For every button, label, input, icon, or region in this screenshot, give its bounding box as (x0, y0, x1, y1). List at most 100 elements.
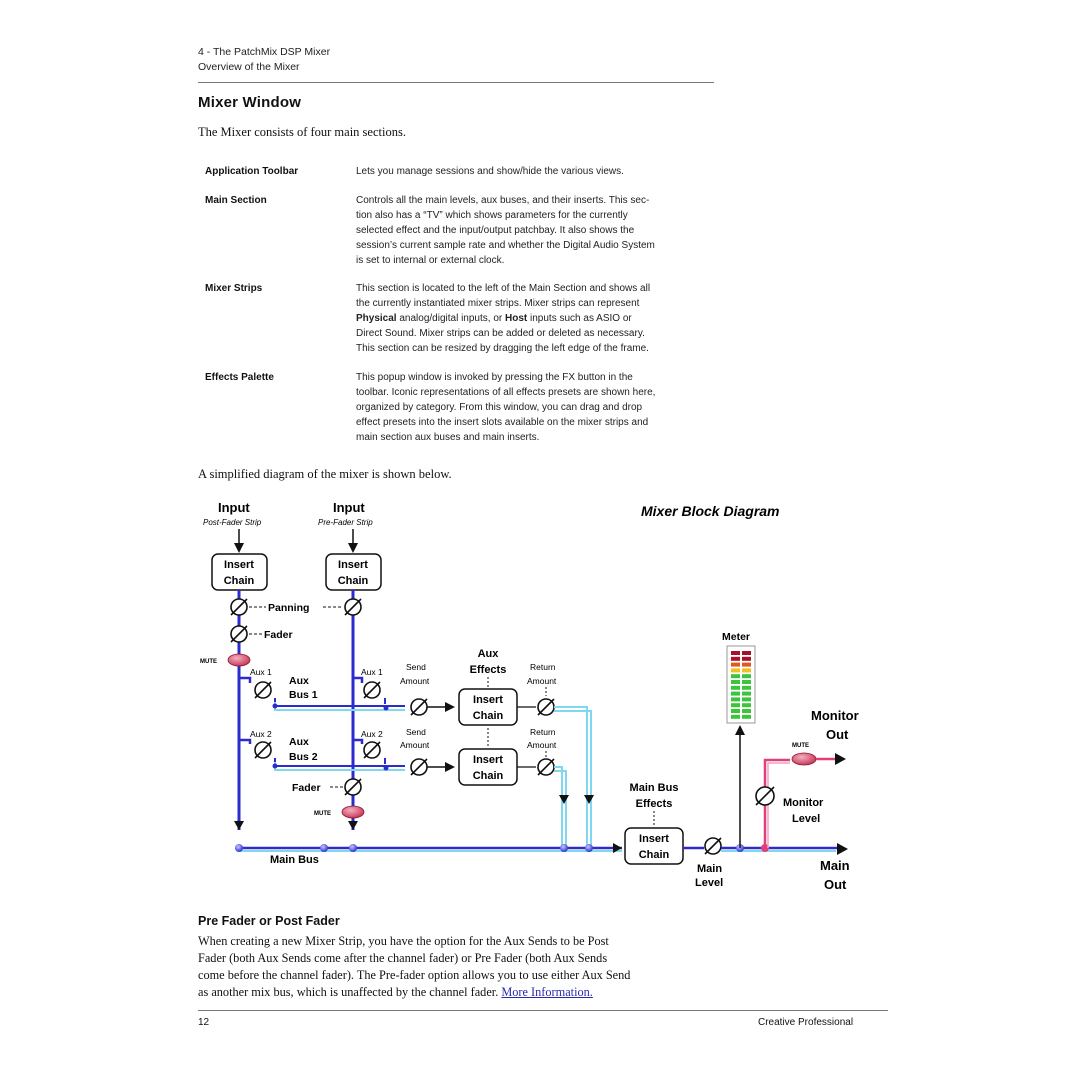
svg-text:Chain: Chain (639, 849, 670, 861)
diagram-title: Mixer Block Diagram (641, 503, 780, 519)
main-bus-label: Main Bus (270, 854, 319, 866)
mute-button-strip2 (341, 805, 365, 819)
monitor-mute-button (791, 752, 817, 766)
meter-segment (731, 697, 740, 702)
down-arrow (234, 821, 244, 830)
return-label: Return (530, 662, 556, 672)
page-number: 12 (198, 1017, 210, 1028)
meter-segment (731, 656, 740, 661)
meter-segment (742, 651, 751, 655)
main-out-a: Main (820, 858, 850, 873)
desc-mixer-strips: This section is located to the left of t… (356, 281, 711, 356)
svg-text:Chain: Chain (473, 710, 504, 722)
desc-line: session’s current sample rate and whethe… (356, 240, 655, 251)
para-line: come before the channel fader). The Pre-… (198, 968, 631, 982)
desc-line: Physical analog/digital inputs, or Host … (356, 313, 632, 324)
desc-line: main section aux buses and main inserts. (356, 432, 540, 443)
meter-segment (731, 662, 740, 667)
meter-segment (742, 697, 751, 702)
desc-line: effect presets into the insert slots ava… (356, 417, 649, 428)
svg-text:Chain: Chain (473, 770, 504, 782)
aux1-send-amount-pot (410, 698, 428, 716)
desc-line: Lets you manage sessions and show/hide t… (356, 166, 624, 177)
more-information-link[interactable]: More Information. (501, 985, 593, 999)
desc-application-toolbar: Lets you manage sessions and show/hide t… (356, 164, 711, 179)
svg-text:Insert: Insert (473, 694, 503, 706)
desc-line: This popup window is invoked by pressing… (356, 372, 633, 383)
aux-effects-a: Aux (478, 648, 500, 660)
meter-segment (731, 703, 740, 708)
page-title: Mixer Window (198, 94, 302, 111)
header-section: Overview of the Mixer (198, 61, 300, 73)
footer-rule (198, 1010, 888, 1011)
desc-line: toolbar. Iconic representations of all e… (356, 387, 656, 398)
meter-segment (742, 685, 751, 690)
send-label: Send (406, 662, 426, 672)
main-insert-chain: Insert Chain (624, 827, 684, 865)
aux2-send-pot-strip1 (254, 741, 272, 759)
fader2-label: Fader (292, 782, 321, 794)
meter-segment (731, 680, 740, 684)
running-header: 4 - The PatchMix DSP Mixer Overview of t… (198, 45, 330, 75)
amount-label: Amount (527, 676, 557, 686)
meter-segment (731, 651, 740, 655)
return-label: Return (530, 727, 556, 737)
term-main-section: Main Section (205, 195, 267, 206)
meter-segment (731, 685, 740, 690)
panning-pot-strip2 (344, 598, 362, 616)
panning-label: Panning (268, 602, 309, 614)
meter-segment (731, 709, 740, 713)
desc-line: Controls all the main levels, aux buses,… (356, 195, 650, 206)
input-pre-sub: Pre-Fader Strip (318, 518, 373, 527)
desc-line: tion also has a “TV” which shows paramet… (356, 210, 628, 221)
main-level-b: Level (695, 877, 723, 889)
fader-pot-strip2 (344, 778, 362, 796)
amount-label: Amount (400, 676, 430, 686)
monitor-level-a: Monitor (783, 797, 824, 809)
svg-text:Chain: Chain (338, 575, 369, 587)
mute-label: MUTE (792, 743, 809, 749)
meter-segment (742, 691, 751, 696)
header-rule (198, 82, 714, 83)
meter-segment (742, 656, 751, 661)
aux-bus1-b: Bus 1 (289, 689, 318, 701)
send-label: Send (406, 727, 426, 737)
desc-line: selected effect and the input/output pat… (356, 225, 635, 236)
main-level-pot (704, 837, 722, 855)
meter-segment (742, 709, 751, 713)
para-line: Fader (both Aux Sends come after the cha… (198, 951, 608, 965)
term-effects-palette: Effects Palette (205, 372, 274, 383)
down-arrow (348, 821, 358, 830)
aux1-insert-chain: Insert Chain (458, 688, 518, 726)
meter-segment (742, 680, 751, 684)
meter-segment (742, 714, 751, 719)
mixer-block-diagram: Input Post-Fader Strip Input Pre-Fader S… (200, 500, 859, 892)
header-chapter: 4 - The PatchMix DSP Mixer (198, 46, 331, 58)
para-line: as another mix bus, which is unaffected … (198, 984, 698, 1001)
amount-label: Amount (400, 740, 430, 750)
aux2-send-amount-pot (410, 758, 428, 776)
main-bus-effects-a: Main Bus (630, 782, 679, 794)
aux2-label: Aux 2 (250, 729, 272, 739)
aux1-return-amount-pot (537, 698, 555, 716)
svg-text:Chain: Chain (224, 575, 255, 587)
svg-text:Insert: Insert (639, 833, 669, 845)
aux-bus2-a: Aux (289, 736, 309, 748)
term-application-toolbar: Application Toolbar (205, 166, 299, 177)
aux2-insert-chain: Insert Chain (458, 748, 518, 786)
aux2-label: Aux 2 (361, 729, 383, 739)
aux-effects-b: Effects (470, 664, 507, 676)
intro-text: The Mixer consists of four main sections… (198, 125, 406, 139)
desc-line: the currently instantiated mixer strips.… (356, 298, 640, 309)
aux2-return-amount-pot (537, 758, 555, 776)
desc-line: This section is located to the left of t… (356, 283, 651, 294)
svg-text:Insert: Insert (224, 559, 254, 571)
level-meter (726, 645, 756, 724)
monitor-out-b: Out (826, 727, 849, 742)
fader-label: Fader (264, 629, 293, 641)
main-out-b: Out (824, 877, 847, 892)
meter-segment (742, 668, 751, 673)
meter-segment (742, 674, 751, 679)
meter-segment (731, 691, 740, 696)
meter-segment (742, 703, 751, 708)
